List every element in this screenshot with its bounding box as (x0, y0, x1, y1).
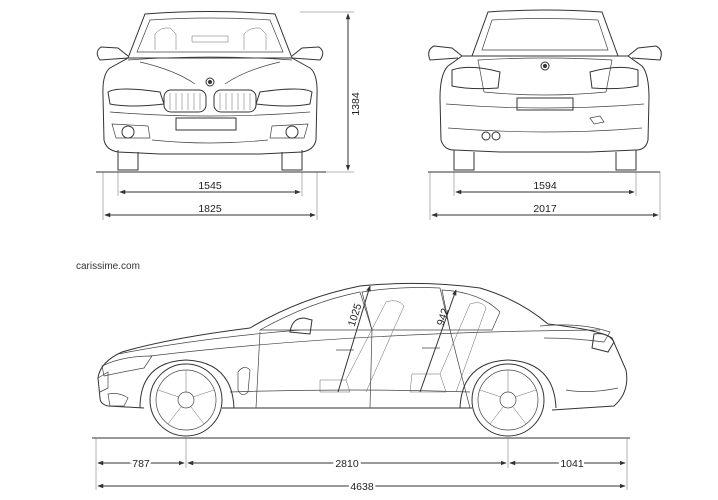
rear-width-label: 2017 (533, 203, 557, 215)
front-wheel (139, 359, 235, 437)
front-track-label: 1545 (198, 180, 222, 192)
wheelbase-label: 2810 (335, 458, 359, 470)
rear-view-car (428, 9, 662, 171)
front-overhang-label: 787 (132, 458, 150, 470)
front-width-label: 1825 (198, 203, 222, 215)
rear-wheel (459, 359, 557, 437)
length-label: 4638 (350, 481, 374, 493)
watermark-text: carissime.com (76, 261, 140, 272)
side-view-car (97, 282, 628, 411)
rear-overhang-label: 1041 (560, 458, 584, 470)
rear-track-dimension (453, 172, 637, 196)
side-extension-lines (95, 438, 628, 490)
rear-track-label: 1594 (533, 180, 557, 192)
height-dimension (300, 11, 354, 173)
rear-width-dimension (429, 172, 661, 220)
rear-headroom-label: 942 (435, 307, 452, 328)
front-view-car (96, 11, 324, 171)
front-track-dimension (117, 172, 303, 196)
front-width-dimension (102, 172, 318, 220)
height-label: 1384 (350, 92, 362, 116)
